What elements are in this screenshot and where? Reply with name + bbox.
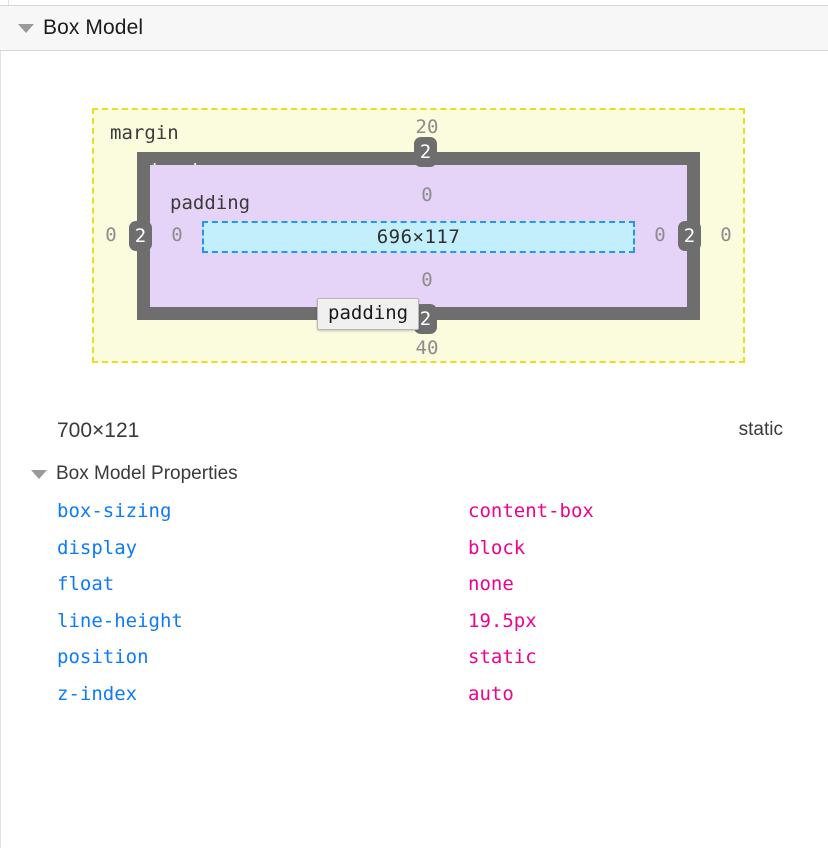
- table-row[interactable]: position static: [0, 646, 828, 683]
- property-value[interactable]: auto: [468, 682, 514, 705]
- property-value[interactable]: 19.5px: [468, 609, 537, 632]
- left-gutter-divider-top: [8, 0, 9, 5]
- table-row[interactable]: display block: [0, 537, 828, 574]
- table-row[interactable]: line-height 19.5px: [0, 610, 828, 647]
- border-top-value[interactable]: 2: [414, 137, 437, 167]
- border-bottom-value[interactable]: 2: [414, 304, 437, 334]
- table-row[interactable]: z-index auto: [0, 683, 828, 720]
- left-gutter-divider: [0, 51, 1, 848]
- property-value[interactable]: content-box: [468, 500, 594, 522]
- box-model-properties-title: Box Model Properties: [56, 463, 238, 484]
- page-title: Box Model: [43, 16, 144, 39]
- margin-layer-label: margin: [110, 122, 179, 144]
- table-row[interactable]: box-sizing content-box: [0, 500, 828, 537]
- content-layer[interactable]: 696×117: [202, 221, 635, 253]
- property-value[interactable]: none: [468, 573, 514, 595]
- property-name[interactable]: z-index: [57, 682, 138, 705]
- margin-right-value[interactable]: 0: [720, 224, 732, 246]
- padding-top-value[interactable]: 0: [421, 184, 433, 206]
- box-model-properties-header[interactable]: Box Model Properties: [31, 463, 238, 485]
- border-left-value[interactable]: 2: [129, 221, 152, 251]
- property-name[interactable]: display: [57, 536, 138, 559]
- box-model-diagram[interactable]: margin border padding 696×117 20 2 0 0 2…: [92, 108, 745, 363]
- padding-right-value[interactable]: 0: [654, 224, 666, 246]
- property-name[interactable]: float: [57, 573, 115, 595]
- box-model-section-header[interactable]: Box Model: [0, 5, 828, 51]
- property-value[interactable]: block: [468, 536, 526, 559]
- box-model-tooltip: padding: [317, 298, 420, 330]
- property-name[interactable]: position: [57, 646, 149, 668]
- triangle-down-icon[interactable]: [31, 469, 47, 479]
- property-value[interactable]: static: [468, 646, 537, 668]
- padding-bottom-value[interactable]: 0: [421, 269, 433, 291]
- triangle-down-icon[interactable]: [18, 23, 34, 33]
- property-name[interactable]: box-sizing: [57, 500, 172, 522]
- border-right-value[interactable]: 2: [678, 221, 701, 251]
- padding-left-value[interactable]: 0: [171, 224, 183, 246]
- margin-top-value[interactable]: 20: [415, 116, 439, 138]
- margin-left-value[interactable]: 0: [105, 224, 117, 246]
- element-size-value: 700×121: [57, 419, 140, 442]
- box-model-summary: 700×121 static: [0, 419, 828, 455]
- margin-bottom-value[interactable]: 40: [415, 337, 439, 359]
- content-size-value: 696×117: [376, 226, 461, 248]
- box-model-properties-list: box-sizing content-box display block flo…: [0, 500, 828, 719]
- element-position-value: static: [738, 419, 783, 440]
- table-row[interactable]: float none: [0, 573, 828, 610]
- property-name[interactable]: line-height: [57, 609, 183, 632]
- padding-layer-label: padding: [170, 192, 251, 214]
